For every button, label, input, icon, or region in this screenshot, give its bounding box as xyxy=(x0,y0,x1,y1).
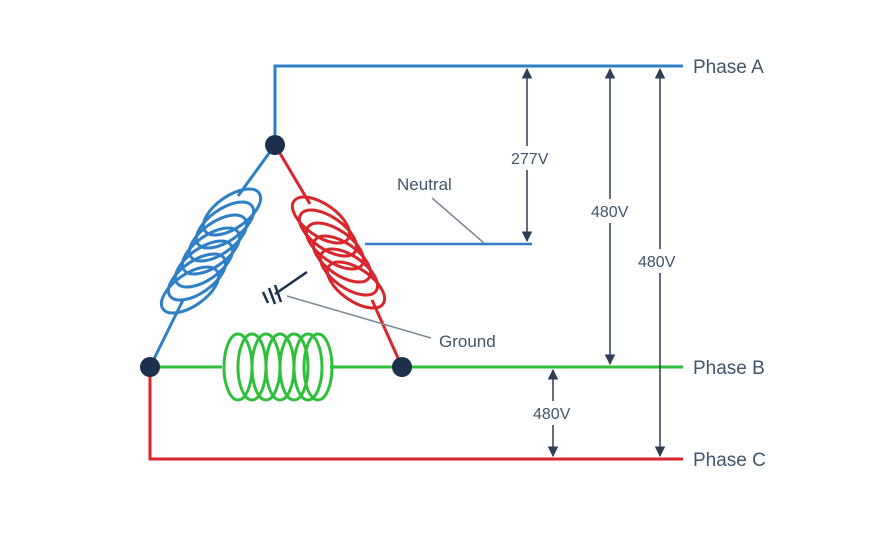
phase-a-label: Phase A xyxy=(693,57,764,78)
red-coil xyxy=(290,195,387,310)
node-phase-b xyxy=(392,357,412,377)
phase-b-label: Phase B xyxy=(693,358,765,379)
neutral-label: Neutral xyxy=(397,175,452,194)
v-ac-label: 480V xyxy=(638,254,676,271)
phase-a-wire xyxy=(273,64,683,145)
ground-callout-line xyxy=(286,295,432,339)
blue-coil xyxy=(159,187,263,315)
blue-winding-lead-top xyxy=(236,144,277,197)
node-phase-a xyxy=(265,135,285,155)
v-an-label: 277V xyxy=(511,151,549,168)
phase-c-label: Phase C xyxy=(693,450,766,471)
v-ab-label: 480V xyxy=(591,204,629,221)
green-coil xyxy=(222,332,334,402)
v-bc-label: 480V xyxy=(533,406,571,423)
blue-winding-lead-bottom xyxy=(148,299,185,368)
ground-symbol xyxy=(261,270,308,305)
red-winding-lead-top xyxy=(273,144,312,205)
node-phase-c xyxy=(140,357,160,377)
red-winding-lead-bottom xyxy=(370,299,404,368)
ground-label: Ground xyxy=(439,332,496,351)
neutral-callout-line xyxy=(431,197,485,244)
phase-c-wire xyxy=(148,367,683,461)
